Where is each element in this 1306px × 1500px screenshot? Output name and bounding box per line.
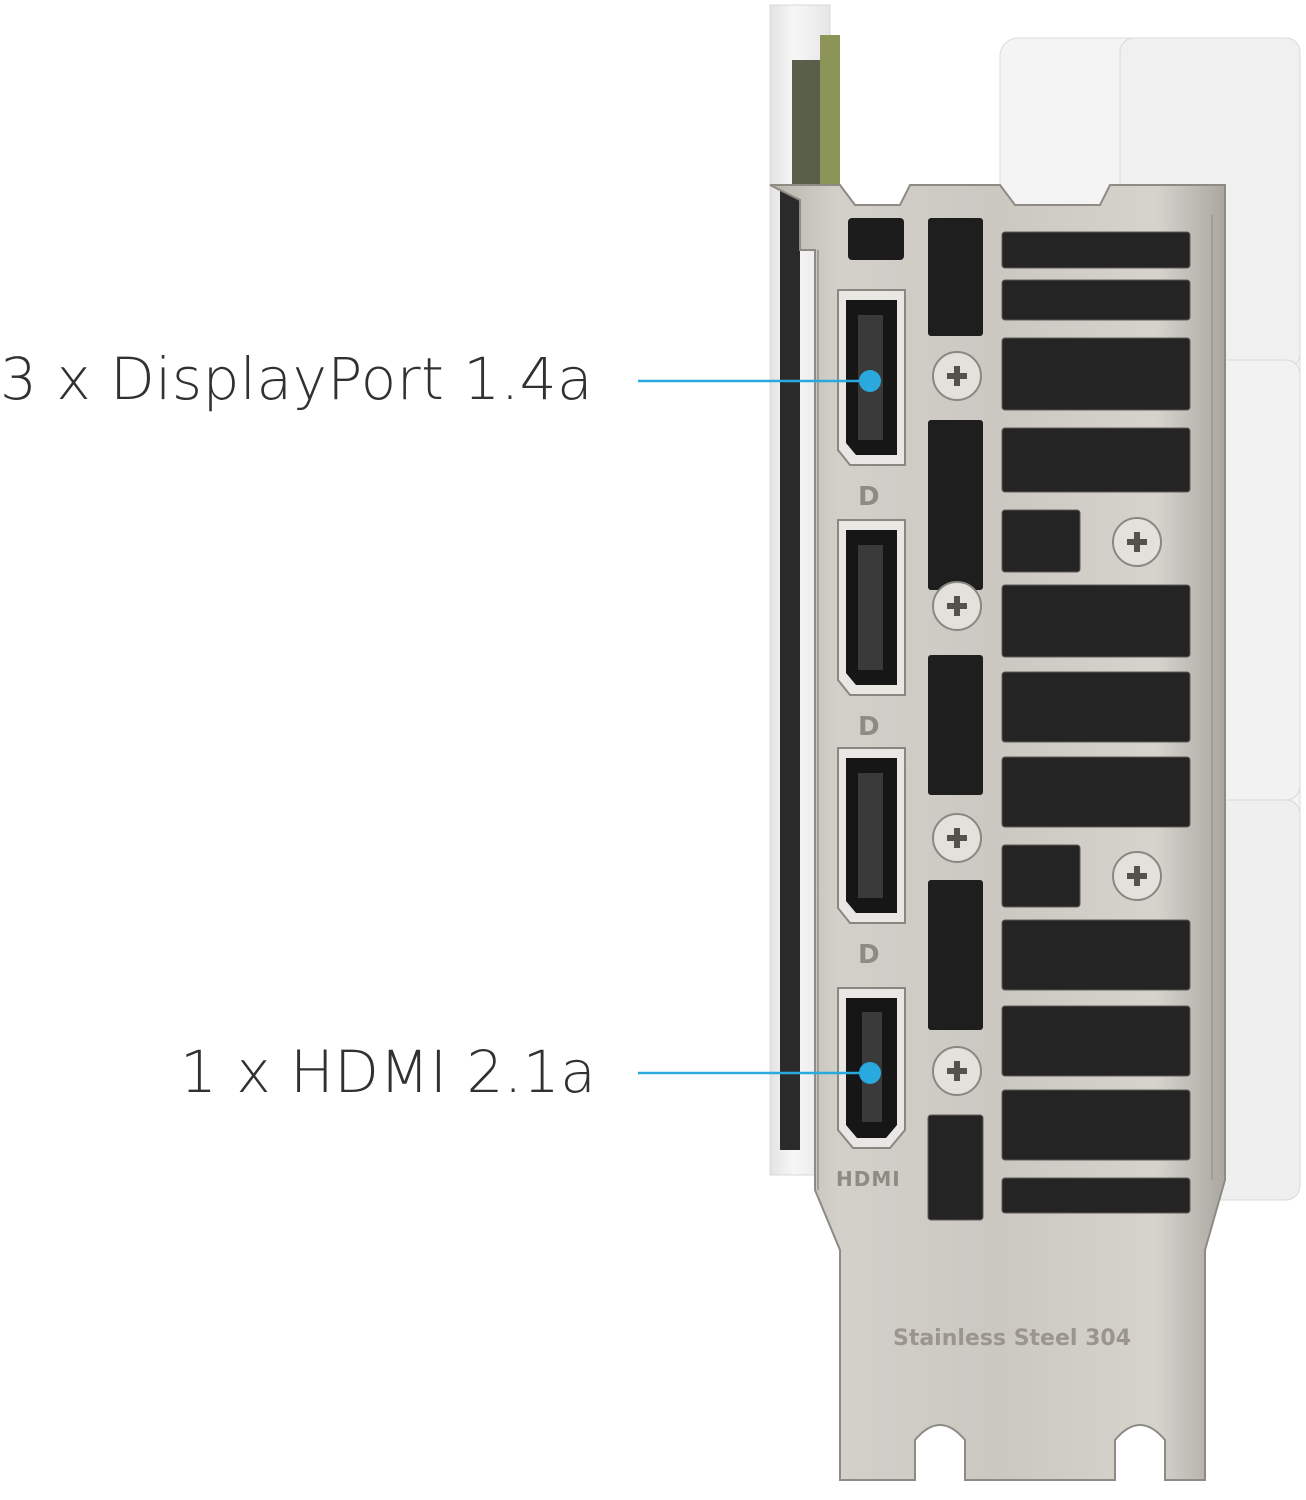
bracket-engraving: Stainless Steel 304: [893, 1326, 1131, 1351]
displayport-callout-line: [638, 370, 881, 392]
screw-icon: [932, 351, 1162, 1096]
displayport-port-3: [837, 747, 906, 924]
displayport-callout-label: 3 x DisplayPort 1.4a: [0, 345, 594, 413]
svg-text:HDMI: HDMI: [836, 1167, 901, 1191]
hdmi-callout-line: [638, 1062, 881, 1084]
hdmi-callout-label: 1 x HDMI 2.1a: [180, 1038, 597, 1106]
displayport-port-2: [837, 519, 906, 696]
vent-column-middle: [928, 218, 983, 1030]
svg-text:D: D: [858, 482, 880, 512]
svg-text:D: D: [858, 712, 880, 742]
dp-logo-icon: D D D HDMI: [836, 482, 901, 1191]
svg-text:D: D: [858, 940, 880, 970]
vent-column-right: [927, 231, 1191, 1221]
